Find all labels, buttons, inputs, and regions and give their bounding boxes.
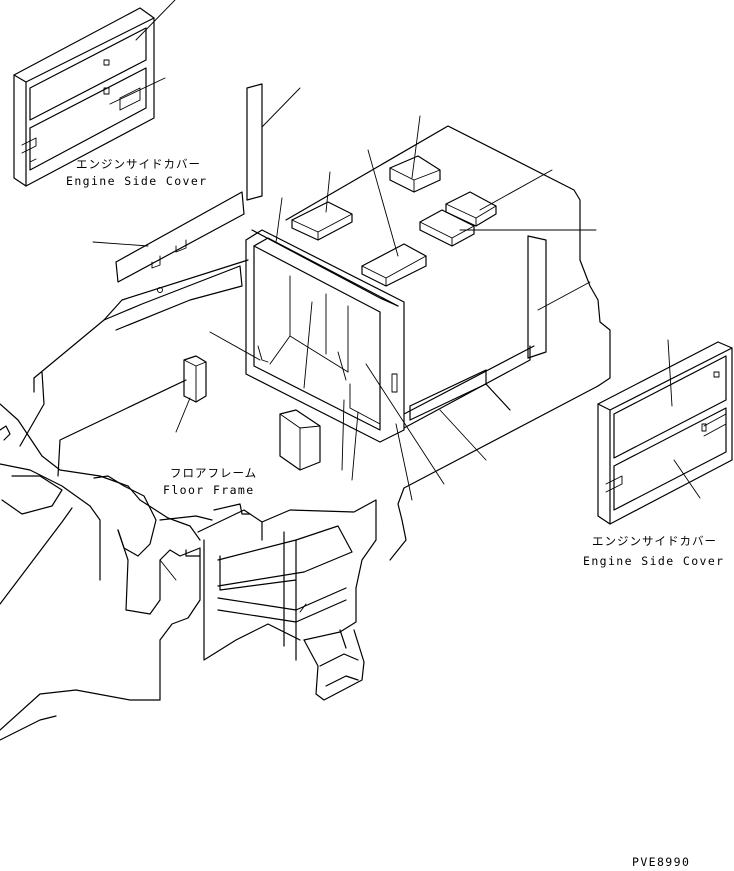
floor-frame-label-ja: フロアフレーム [170,466,257,480]
left-cover-label-en: Engine Side Cover [66,174,208,188]
right-engine-side-cover-panel [597,339,733,525]
floor-frame-label: フロアフレーム Floor Frame [163,466,257,497]
vertical-decal-strip [246,83,301,201]
engine-hood-body [245,125,611,561]
right-cover-label-en: Engine Side Cover [583,554,725,568]
hood-front-leaders [257,197,445,501]
hood-top-decals [291,115,597,287]
floor-frame-outline [19,259,261,477]
left-side-cover-label: エンジンサイドカバー Engine Side Cover [66,157,208,188]
left-engine-side-cover-panel [13,0,176,187]
floor-frame-label-en: Floor Frame [163,483,255,497]
small-parts [175,355,321,471]
right-side-cover-label: エンジンサイドカバー Engine Side Cover [583,534,725,568]
right-cover-label-ja: エンジンサイドカバー [592,534,717,548]
drawing-code: PVE8990 [632,855,690,869]
diagonal-decal-strip [92,191,245,283]
left-cover-label-ja: エンジンサイドカバー [76,157,201,171]
access-steps [197,499,377,701]
cab-structure [0,403,251,741]
